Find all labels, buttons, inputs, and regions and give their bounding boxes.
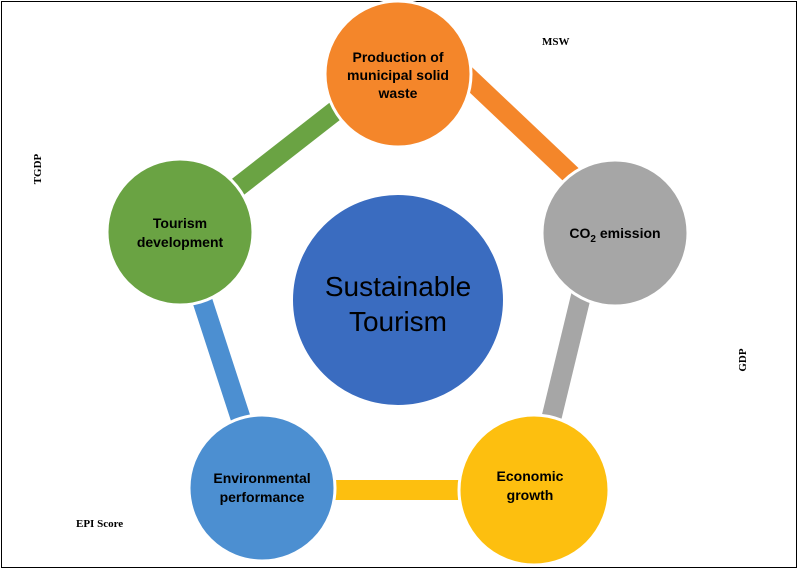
node-co2 bbox=[540, 158, 690, 308]
node-co2-label-co: CO bbox=[569, 225, 590, 241]
node-msw-line2: municipal solid bbox=[347, 67, 449, 83]
node-msw-line3: waste bbox=[378, 85, 418, 101]
node-env-line2: performance bbox=[220, 489, 305, 505]
label-gdp: GDP bbox=[737, 348, 749, 372]
label-tgdp: TGDP bbox=[32, 153, 44, 185]
center-title-line1: Sustainable bbox=[325, 271, 471, 302]
node-tourism-line2: development bbox=[137, 234, 224, 250]
node-co2-label-subscript: 2 bbox=[590, 234, 596, 245]
node-env-line1: Environmental bbox=[213, 470, 310, 486]
node-tourism bbox=[105, 157, 255, 307]
center-circle bbox=[291, 193, 505, 407]
node-msw bbox=[323, 0, 473, 149]
node-growth-line2: growth bbox=[507, 487, 554, 503]
node-co2-label-rest: emission bbox=[596, 225, 661, 241]
node-env bbox=[187, 413, 337, 563]
label-msw: MSW bbox=[542, 36, 570, 48]
node-growth bbox=[457, 413, 611, 567]
center-title-line2: Tourism bbox=[349, 306, 447, 337]
node-msw-line1: Production of bbox=[353, 49, 444, 65]
node-co2-label: CO2 emission bbox=[569, 225, 660, 245]
label-epi: EPI Score bbox=[76, 518, 124, 530]
node-tourism-line1: Tourism bbox=[153, 215, 207, 231]
node-growth-line1: Economic bbox=[497, 468, 564, 484]
